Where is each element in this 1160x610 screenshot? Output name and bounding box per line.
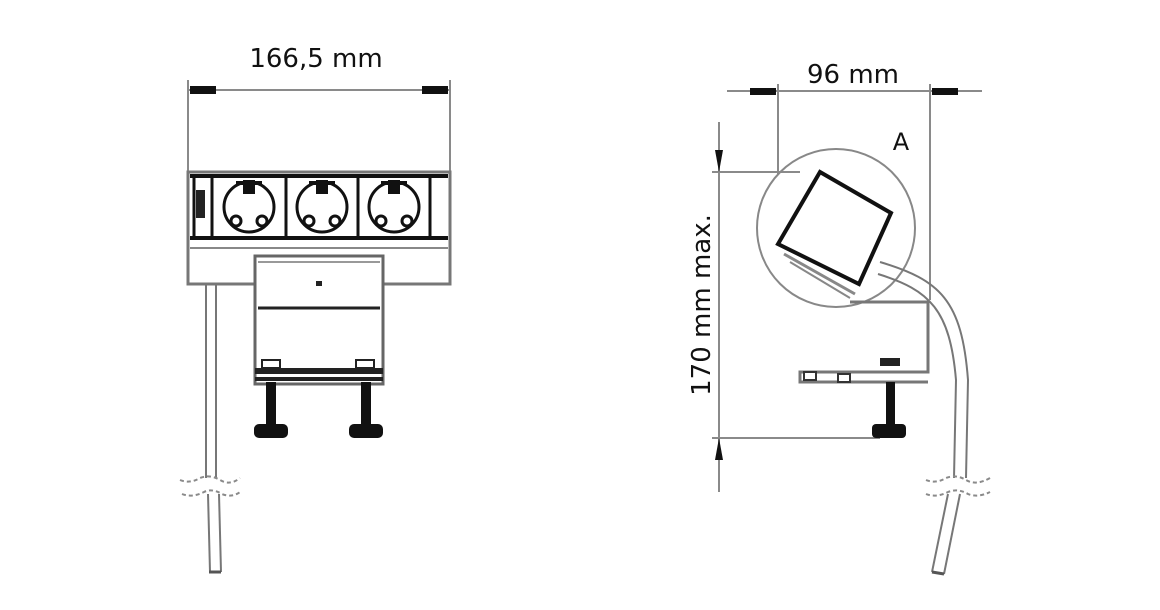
depth-dimension-label: 96 mm <box>807 60 899 90</box>
clamp-screw-left <box>254 382 288 438</box>
socket-2 <box>295 180 349 234</box>
depth-dimension-line <box>727 84 982 300</box>
front-view: 166,5 mm <box>179 44 452 574</box>
height-dimension-label: 170 mm max. <box>687 214 717 396</box>
socket-unit-side <box>775 169 894 299</box>
width-dimension-label: 166,5 mm <box>249 44 382 74</box>
clamp-bracket <box>253 254 385 386</box>
height-dimension-line <box>712 122 880 492</box>
side-view: 96 mm A 170 mm max. <box>687 60 991 576</box>
socket-3 <box>367 180 421 234</box>
power-cable-side <box>877 261 991 576</box>
clamp-screw-right <box>349 382 383 438</box>
power-cable <box>179 284 241 574</box>
clamp-bracket-side <box>798 300 930 438</box>
detail-circle <box>756 148 916 308</box>
detail-label: A <box>893 128 910 156</box>
width-dimension-line <box>187 80 451 172</box>
socket-1 <box>222 180 276 234</box>
